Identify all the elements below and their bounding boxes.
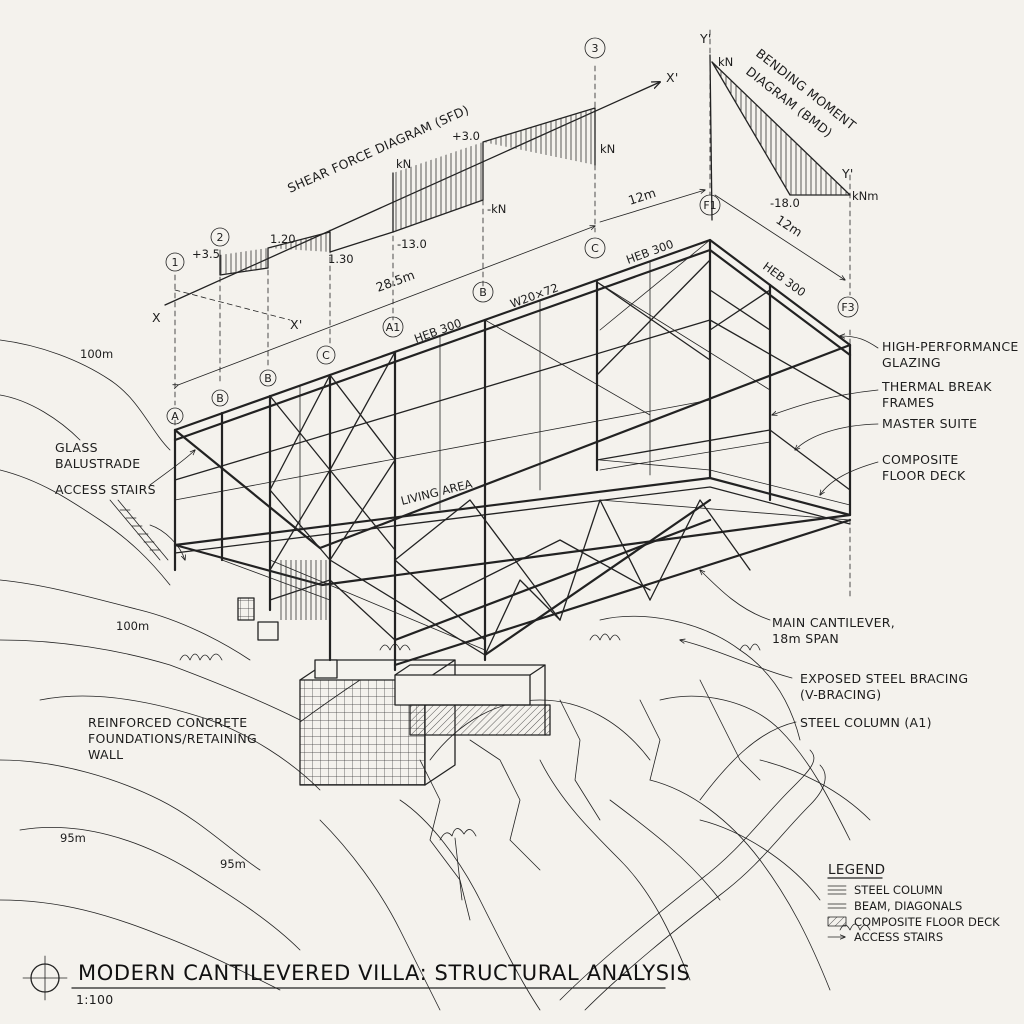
bmd-axis-y-top: Y' <box>699 31 712 46</box>
callout-glazing-line2: GLAZING <box>882 355 941 370</box>
grid-marker-f1: F1 <box>703 199 716 212</box>
sfd-value-1-20: 1.20 <box>270 232 296 246</box>
shear-force-diagram <box>164 29 851 601</box>
grid-marker-3: 3 <box>592 42 599 55</box>
grid-marker-b: B <box>216 392 224 405</box>
sfd-value-minus-kn: -kN <box>487 202 506 216</box>
foundations <box>237 597 551 786</box>
callout-steel-column: STEEL COLUMN (A1) <box>800 715 932 730</box>
callout-foundations-line2: FOUNDATIONS/RETAINING <box>88 731 257 746</box>
callouts-right: HIGH-PERFORMANCE GLAZING THERMAL BREAK F… <box>772 339 1019 730</box>
grid-marker-1: 1 <box>172 256 179 269</box>
axis-x: X <box>152 310 161 325</box>
elevation-95m-left: 95m <box>60 831 86 845</box>
bmd-unit: kNm <box>852 189 878 203</box>
sfd-value-minus-13: -13.0 <box>397 237 427 251</box>
legend-item-steel-column: STEEL COLUMN <box>854 883 943 897</box>
callout-balustrade-line2: BALUSTRADE <box>55 456 140 471</box>
bending-moment-diagram <box>709 54 851 221</box>
legend: LEGEND STEEL COLUMN BEAM, DIAGONALS COMP… <box>827 862 1000 944</box>
grid-marker-a1: A1 <box>386 321 401 334</box>
elevation-labels: 100m 100m 95m 95m <box>60 347 246 871</box>
dimension-12m-right: 12m <box>773 212 805 240</box>
sfd-unit-kn-1: kN <box>396 157 411 171</box>
sfd-value-plus-3-5: +3.5 <box>192 247 220 261</box>
title-block: MODERN CANTILEVERED VILLA: STRUCTURAL AN… <box>22 955 690 1007</box>
elevation-100m-upper: 100m <box>80 347 113 361</box>
grid-markers: 1 2 A1 3 B C F1 F3 A B B C <box>165 37 859 425</box>
legend-beam-symbol <box>827 903 847 909</box>
sfd-value-1-30: 1.30 <box>328 252 354 266</box>
grid-marker-b-top: B <box>479 286 487 299</box>
dimension-12m-left: 12m <box>626 185 657 208</box>
callout-thermal-line1: THERMAL BREAK <box>881 379 992 394</box>
callout-floor-line2: FLOOR DECK <box>882 468 966 483</box>
terrain <box>0 339 871 1011</box>
grid-marker-a: A <box>171 410 179 423</box>
bmd-value: -18.0 <box>770 196 800 210</box>
bmd-top-unit: kN <box>718 55 733 69</box>
sfd-unit-kn-2: kN <box>600 142 615 156</box>
callout-thermal-line2: FRAMES <box>882 395 934 410</box>
callout-cantilever-line2: 18m SPAN <box>772 631 839 646</box>
sfd-value-plus-3: +3.0 <box>452 129 480 143</box>
grid-marker-b-lower: B <box>264 372 272 385</box>
callout-bracing-line1: EXPOSED STEEL BRACING <box>800 671 968 686</box>
legend-heading: LEGEND <box>828 862 885 878</box>
callout-glazing-line1: HIGH-PERFORMANCE <box>882 339 1019 354</box>
grid-marker-c: C <box>322 349 330 362</box>
axis-x-prime-upper: X' <box>666 70 679 85</box>
callout-bracing-line2: (V-BRACING) <box>800 687 881 702</box>
bmd-axis-y-bottom: Y' <box>841 166 854 181</box>
grid-marker-f3: F3 <box>841 301 854 314</box>
callout-foundations-line1: REINFORCED CONCRETE <box>88 715 247 730</box>
callout-cantilever-line1: MAIN CANTILEVER, <box>772 615 895 630</box>
callout-leaders <box>149 336 879 801</box>
dimension-28-5m: 28.5m <box>374 267 417 295</box>
legend-item-beam: BEAM, DIAGONALS <box>854 899 962 913</box>
legend-item-access-stairs: ACCESS STAIRS <box>854 930 943 944</box>
legend-floor-deck-symbol <box>827 916 847 927</box>
legend-item-floor-deck: COMPOSITE FLOOR DECK <box>854 915 1000 929</box>
callout-master-suite: MASTER SUITE <box>882 416 977 431</box>
axis-x-prime-lower: X' <box>290 317 303 332</box>
callout-foundations-line3: WALL <box>88 747 123 762</box>
elevation-100m-lower: 100m <box>116 619 149 633</box>
grid-marker-2: 2 <box>217 231 224 244</box>
grid-marker-c-top: C <box>591 242 599 255</box>
drawing-scale: 1:100 <box>76 992 114 1007</box>
callout-balustrade-line1: GLASS <box>55 440 98 455</box>
elevation-95m-right: 95m <box>220 857 246 871</box>
legend-steel-column-symbol <box>827 885 847 895</box>
callout-access-stairs: ACCESS STAIRS <box>55 482 156 497</box>
callouts-left: GLASS BALUSTRADE ACCESS STAIRS REINFORCE… <box>55 440 257 762</box>
callout-floor-line1: COMPOSITE <box>882 452 959 467</box>
drawing-title: MODERN CANTILEVERED VILLA: STRUCTURAL AN… <box>78 961 690 985</box>
